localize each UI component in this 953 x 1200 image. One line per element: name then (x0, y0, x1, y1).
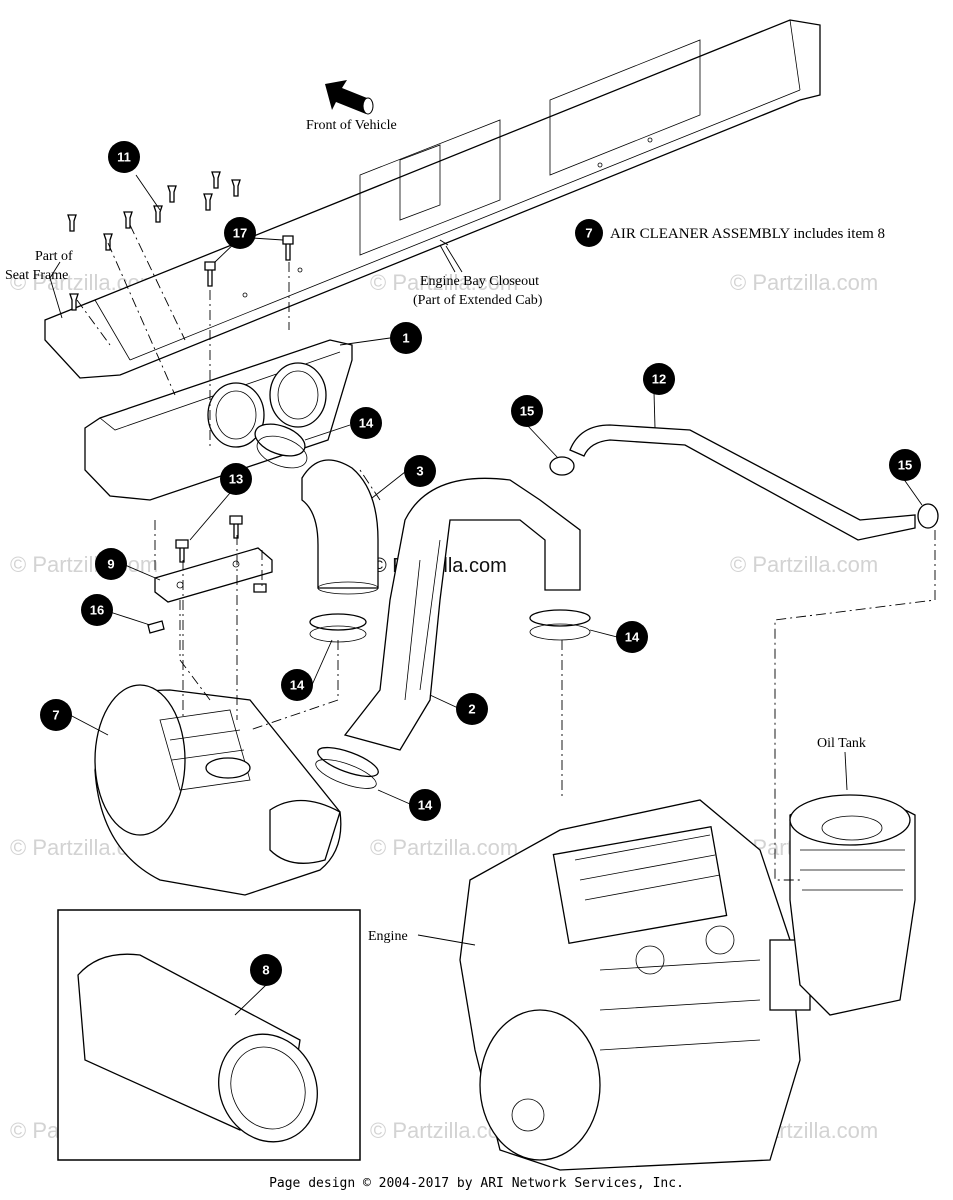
leader-lines (49, 174, 923, 1016)
air-cleaner-assembly-7 (94, 684, 342, 896)
callout-7-circle (40, 699, 72, 731)
callout-balloons: 11 17 1 14 3 12 15 15 13 9 16 14 14 2 7 … (40, 141, 921, 986)
intake-duct-box (84, 339, 353, 501)
elbow-hose-3 (301, 459, 379, 595)
seat-frame-label-line1: Part of (35, 249, 73, 264)
callout-13: 13 (229, 472, 243, 487)
callout-15: 15 (898, 458, 912, 473)
note-callout-circle (575, 219, 603, 247)
spring-clamps-15 (549, 456, 939, 529)
callout-11: 11 (117, 150, 131, 165)
filter-element-box (57, 909, 361, 1161)
air-cleaner-note: AIR CLEANER ASSEMBLY includes item 8 (610, 226, 885, 242)
push-pin-fasteners (67, 171, 241, 311)
front-of-vehicle-label: Front of Vehicle (306, 118, 397, 133)
callout-14a-circle (350, 407, 382, 439)
watermark: © Partzilla.com (730, 270, 878, 295)
watermark: © Partzilla.com (10, 552, 158, 577)
callout-14: 14 (625, 630, 640, 645)
seat-frame-label-line2: Seat Frame (5, 268, 68, 283)
callout-3-circle (404, 455, 436, 487)
mounting-bracket-9 (147, 515, 273, 634)
callout-14: 14 (359, 416, 374, 431)
callout-15: 15 (520, 404, 534, 419)
callout-14: 14 (290, 678, 305, 693)
engine-label: Engine (368, 929, 408, 944)
callout-13-circle (220, 463, 252, 495)
callout-12-circle (643, 363, 675, 395)
callout-9-circle (95, 548, 127, 580)
callout-11-circle (108, 141, 140, 173)
intake-hose-2 (343, 477, 581, 751)
watermark: © Partzilla.com (370, 835, 518, 860)
watermark: © Partzilla.com (730, 552, 878, 577)
closeout-label-line2: (Part of Extended Cab) (413, 293, 543, 308)
engine (459, 799, 811, 1171)
bolts-16 (204, 235, 294, 287)
page-footer: Page design © 2004-2017 by ARI Network S… (269, 1176, 684, 1191)
callout-15a-circle (511, 395, 543, 427)
oil-tank (789, 794, 916, 1016)
callout-14: 14 (418, 798, 433, 813)
callout-7: 7 (52, 708, 59, 723)
closeout-label-line1: Engine Bay Closeout (420, 274, 539, 289)
callout-14c-circle (281, 669, 313, 701)
callout-17-circle (81, 594, 113, 626)
engine-bay-closeout (44, 19, 821, 379)
callout-2: 2 (468, 702, 475, 717)
breather-hose-12 (569, 424, 916, 541)
watermark: © Partzilla.com (370, 270, 518, 295)
oil-tank-label: Oil Tank (817, 736, 866, 751)
text-labels: Front of Vehicle Part of Seat Frame Engi… (5, 118, 885, 944)
callout-1-circle (390, 322, 422, 354)
callout-17: 16 (90, 603, 104, 618)
callout-14b-circle (616, 621, 648, 653)
callout-16-circle (224, 217, 256, 249)
callout-8: 8 (262, 963, 269, 978)
hose-clamps-14 (254, 423, 591, 789)
callout-12: 12 (652, 372, 666, 387)
note-callout-number: 7 (585, 226, 592, 241)
callout-15b-circle (889, 449, 921, 481)
callout-9: 9 (107, 557, 114, 572)
callout-3: 3 (416, 464, 423, 479)
assembly-lines (76, 224, 936, 881)
callout-1: 1 (402, 331, 409, 346)
callout-8-circle (250, 954, 282, 986)
front-of-vehicle-arrow (325, 80, 374, 115)
callout-14d-circle (409, 789, 441, 821)
callout-16: 17 (233, 226, 247, 241)
callout-2-circle (456, 693, 488, 725)
